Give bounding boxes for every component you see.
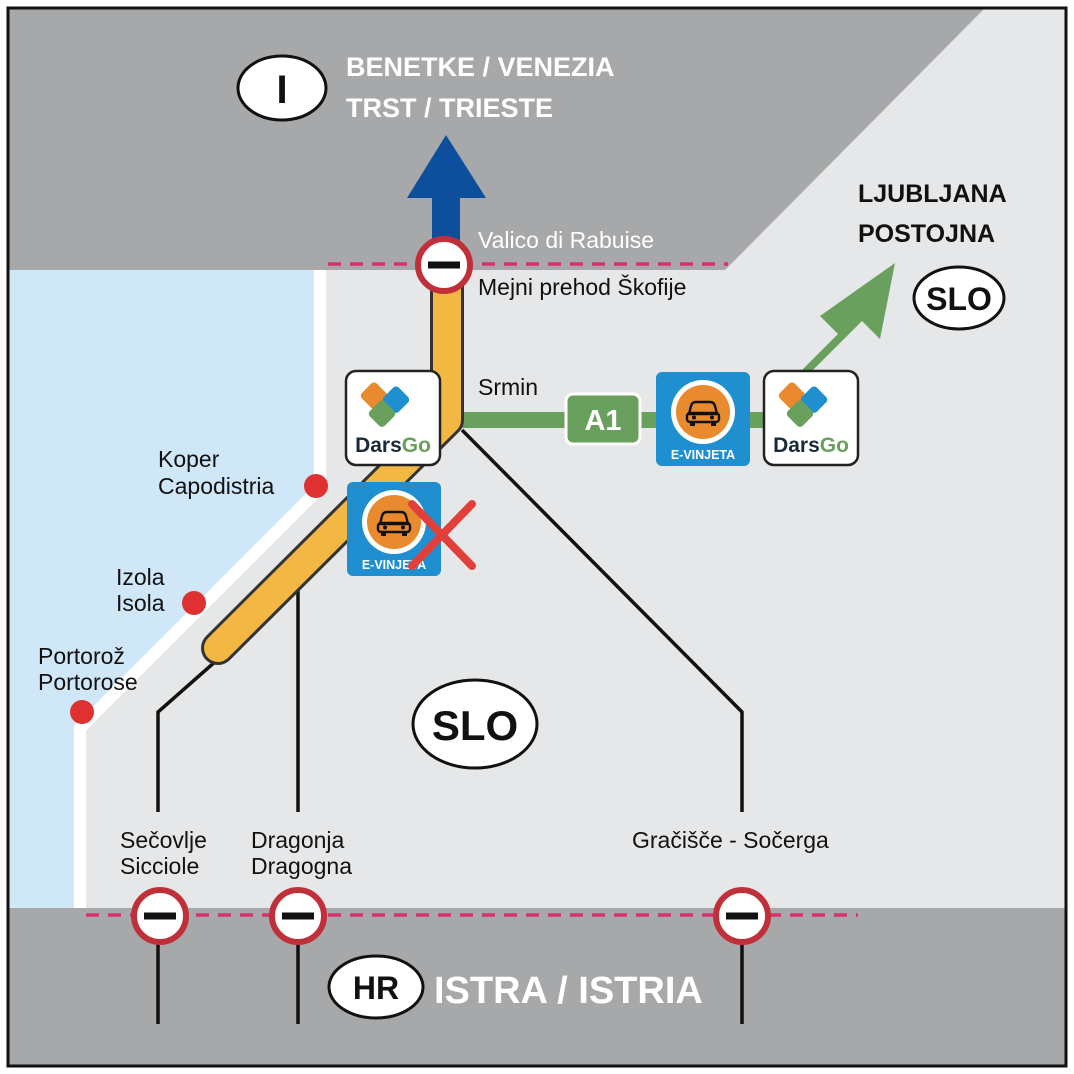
no-entry-icon [716,890,768,942]
no-entry-icon [272,890,324,942]
town-portoroz-sl: Portorož [38,643,125,669]
toll-motorway [204,258,461,662]
arrow-to-italy [407,135,486,242]
crossing-secovlje-sl: Sečovlje [120,827,207,853]
crossing-gracisce: Gračišče - Sočerga [632,827,829,853]
red-dot-icon [70,700,94,724]
svg-text:SLO: SLO [432,702,518,749]
road-to-gracisce [460,428,744,812]
town-izola-it: Isola [116,590,165,616]
no-entry-icon [134,890,186,942]
crossing-secovlje-it: Sicciole [120,853,199,879]
slovenia-country-badge: SLO [411,678,539,770]
darsgo-logo: DarsGo [762,369,860,467]
e-vinjeta-icon: E-VINJETA [656,372,750,466]
svg-text:DarsGo: DarsGo [773,434,849,457]
crossing-skofije-it: Valico di Rabuise [478,227,654,253]
svg-text:I: I [276,68,287,112]
crossing-dragonja-sl: Dragonja [251,827,345,853]
crossing-dragonja-it: Dragogna [251,853,352,879]
e-vinjeta-icon: E-VINJETA [347,482,441,576]
town-izola-sl: Izola [116,564,165,590]
croatia-region [8,908,1066,1066]
town-koper-sl: Koper [158,446,220,472]
no-entry-icon [418,239,470,291]
town-koper-it: Capodistria [158,473,275,499]
road-to-secovlje [156,651,227,812]
croatia-region-label: ISTRA / ISTRIA [434,970,703,1012]
srmin-label: Srmin [478,374,538,400]
italy-destination-line1: BENETKE / VENEZIA [346,52,615,82]
italy-country-badge: I [236,54,328,122]
a1-shield: A1 [564,392,642,446]
svg-text:DarsGo: DarsGo [355,434,431,457]
svg-text:HR: HR [353,970,399,1006]
map-frame [6,6,1068,1068]
slovenia-destination-badge: SLO [912,265,1006,331]
red-dot-icon [182,591,206,615]
svg-text:E-VINJETA: E-VINJETA [671,448,735,462]
sea-region [8,270,316,908]
svg-text:SLO: SLO [926,281,992,317]
crossing-skofije-sl: Mejni prehod Škofije [478,273,686,300]
postojna-label: POSTOJNA [858,220,995,248]
a1-label: A1 [584,405,621,437]
ljubljana-label: LJUBLJANA [858,180,1007,208]
italy-destination-line2: TRST / TRIESTE [346,93,553,123]
town-portoroz-it: Portorose [38,669,138,695]
darsgo-logo: DarsGo [344,369,442,467]
croatia-country-badge: HR [327,954,425,1020]
red-dot-icon [304,474,328,498]
arrow-to-ljubljana [765,263,895,407]
red-x-icon [408,500,476,570]
